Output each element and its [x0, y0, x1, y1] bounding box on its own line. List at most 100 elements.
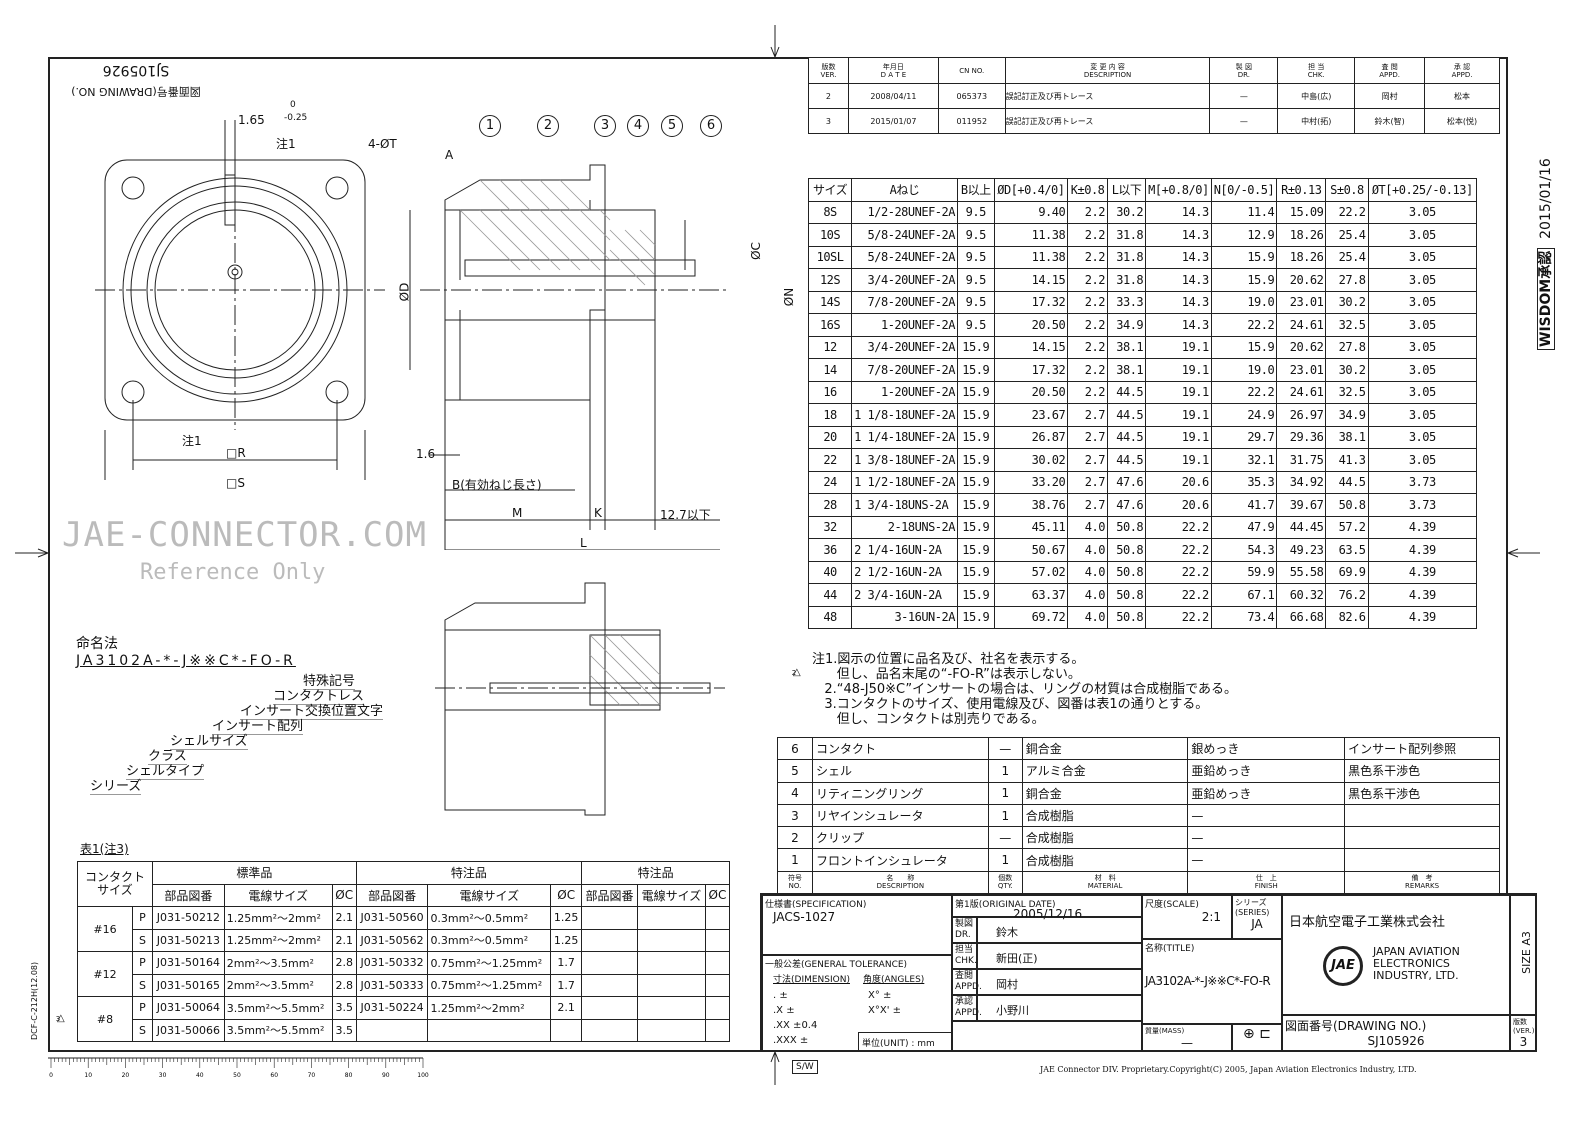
dimension-cell: 14.3	[1145, 268, 1212, 292]
company-en-2: ELECTRONICS	[1373, 957, 1450, 970]
parts-cell: アルミ合金	[1021, 759, 1189, 783]
dimension-cell: 9.5	[956, 223, 995, 247]
dimension-cell: 14.3	[1145, 223, 1212, 247]
dim-R: □R	[226, 446, 246, 460]
ruler-label: 0	[49, 1072, 53, 1079]
parts-cell	[1344, 848, 1500, 872]
dimension-cell: 49.23	[1276, 538, 1327, 562]
naming-item: シリーズ	[90, 779, 142, 795]
header-en: DESCRIPTION	[876, 882, 925, 891]
dimension-cell: 54.3	[1210, 538, 1278, 562]
dimension-cell: 32	[807, 515, 853, 539]
header-jp: 材 料	[1094, 874, 1116, 883]
parts-cell: 合成樹脂	[1021, 803, 1189, 828]
header-jp: 名 称	[886, 874, 915, 883]
parts-cell: 亜鉛めっき	[1187, 759, 1346, 783]
dimension-cell: 50.8	[1106, 560, 1147, 584]
dimension-cell: 67.1	[1210, 583, 1278, 607]
dimension-cell: 19.1	[1145, 425, 1212, 449]
dimension-cell: 8S	[807, 200, 853, 224]
dimension-cell: 19.1	[1145, 380, 1212, 404]
dimension-cell: 15.9	[956, 425, 995, 449]
naming-item: 特殊記号	[303, 674, 356, 690]
dimension-cell: 44.5	[1106, 448, 1147, 472]
front-view-drawing	[95, 120, 385, 480]
dimension-cell: 40	[807, 560, 853, 584]
dimension-cell: 34.9	[1325, 403, 1369, 427]
dimension-cell: 2 3/4-16UN-2A	[851, 583, 958, 607]
revision-cell: —	[1209, 108, 1279, 134]
dimension-header-cell: S±0.8	[1325, 178, 1369, 202]
assembly-section-drawing	[435, 582, 725, 816]
table1-empty-cell	[636, 906, 706, 930]
table1-cell: J031-50560	[355, 906, 429, 930]
parts-cell: —	[1187, 848, 1346, 872]
parts-cell: 1	[987, 848, 1023, 872]
dimension-cell: 38.1	[1106, 335, 1147, 359]
company-jp: 日本航空電子工業株式会社	[1289, 915, 1446, 930]
table1-cell: J031-50064	[151, 996, 225, 1020]
dimension-cell: 20.62	[1276, 335, 1327, 359]
drawing-number-box: 図面番号(DRAWING NO.) SJ105926	[48, 57, 222, 103]
dimension-cell: 35.3	[1210, 470, 1278, 494]
dimension-cell: 3.05	[1367, 335, 1478, 359]
dimension-cell: 50.8	[1106, 605, 1147, 629]
dimension-cell: 9.5	[956, 313, 995, 337]
parts-cell: リヤインシュレータ	[811, 803, 989, 828]
company-en-3: INDUSTRY, LTD.	[1373, 969, 1459, 982]
dimension-cell: 3.05	[1367, 290, 1478, 314]
dimension-cell: 41.7	[1210, 493, 1278, 517]
angles-label: 角度(ANGLES)	[863, 975, 925, 985]
dimension-cell: 7/8-20UNEF-2A	[851, 358, 958, 382]
group-header: 特注品	[581, 861, 730, 885]
ruler-label: 80	[345, 1072, 353, 1079]
dimension-cell: 44.5	[1106, 403, 1147, 427]
table1-empty-cell	[704, 928, 731, 952]
dimension-cell: 48	[807, 605, 853, 629]
dimension-cell: 15.9	[956, 335, 995, 359]
parts-cell: 6	[777, 736, 813, 761]
sub-header: 電線サイズ	[223, 883, 333, 907]
dimension-cell: 9.5	[956, 245, 995, 269]
revision-header-cell: CN NO.	[937, 57, 1006, 84]
dimension-cell: 20.6	[1145, 470, 1212, 494]
projection-symbol-icon: ⊕ ⊏	[1232, 1024, 1282, 1052]
header-en: APPD.	[1451, 70, 1473, 79]
revision-cell: 中村(拓)	[1277, 108, 1356, 134]
dimension-cell: 9.5	[956, 268, 995, 292]
table1-cell: 1.7	[550, 973, 583, 997]
spec-label: 仕様書(SPECIFICATION)	[765, 900, 867, 910]
header-jp: 製 図	[1235, 62, 1252, 71]
table1-cell: J031-50332	[355, 951, 429, 975]
table1-cell: S	[132, 1018, 153, 1042]
dimension-cell: 22	[807, 448, 853, 472]
watermark-sub: Reference Only	[140, 560, 326, 585]
header-jp: 年月日	[882, 62, 904, 71]
dimension-cell: 50.8	[1106, 515, 1147, 539]
dimension-cell: 2.7	[1067, 470, 1108, 494]
dimension-cell: 14S	[807, 290, 853, 314]
sub-header: 部品図番	[355, 883, 429, 907]
revision-cell: 2015/01/07	[847, 108, 939, 134]
header-en: VER.	[820, 70, 837, 79]
naming-item: コンタクトレス	[273, 689, 365, 705]
size-label: SIZE	[1519, 949, 1533, 974]
ver-value: 3	[1519, 1035, 1528, 1049]
dimension-cell: 34.92	[1276, 470, 1327, 494]
dimension-cell: 2.2	[1067, 358, 1108, 382]
dimension-cell: 15.9	[1210, 245, 1278, 269]
dimension-cell: 15.9	[956, 493, 995, 517]
label-phiD: ØD	[397, 282, 412, 302]
dimension-cell: 24.61	[1276, 380, 1327, 404]
group-header: 特注品	[355, 861, 583, 885]
dwg-no-label: 図面番号(DRAWING NO.)	[1285, 1019, 1427, 1033]
